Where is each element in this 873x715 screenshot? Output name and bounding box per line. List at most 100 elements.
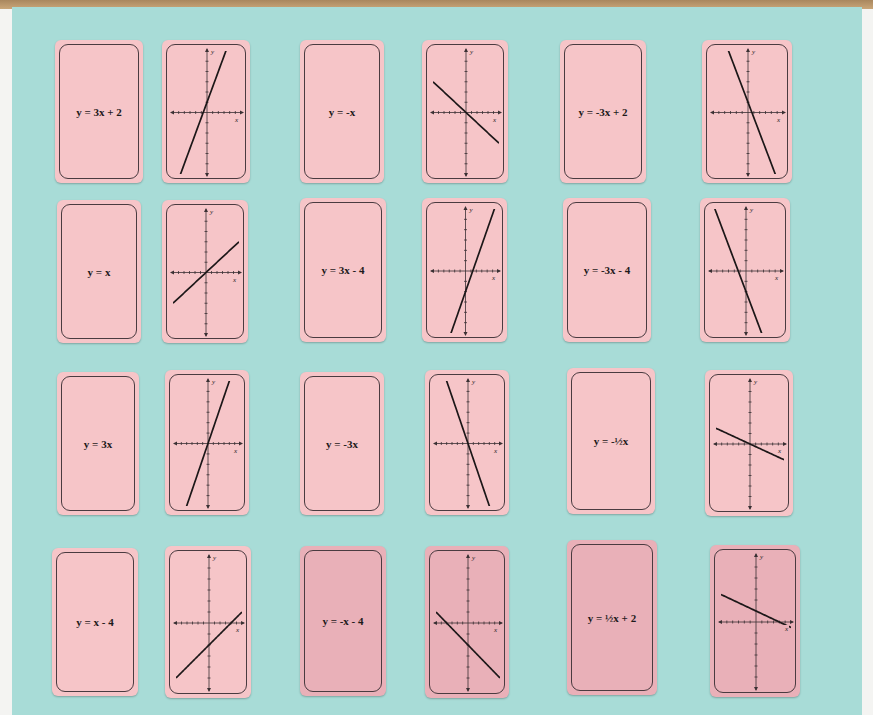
graph-plot (167, 45, 247, 180)
graph-card: yx (165, 370, 249, 515)
card-frame: yx (704, 202, 786, 338)
axis-arrowheads (708, 206, 784, 336)
equation-text: y = -3x - 4 (584, 264, 631, 276)
x-axis-label: x (235, 626, 240, 634)
equation-card: y = 3x + 2 (55, 40, 143, 183)
equation-card: y = 3x (57, 372, 139, 515)
graph-plot (707, 45, 789, 180)
graph-line (433, 209, 498, 333)
card-frame: yx (169, 550, 247, 694)
x-axis-label: x (493, 626, 498, 634)
equation-card: y = -3x (300, 372, 384, 515)
axes (719, 554, 793, 690)
x-axis-label: x (784, 625, 789, 633)
card-frame: yx (166, 204, 244, 339)
graph-plot (430, 551, 506, 695)
card-frame: yx (429, 550, 505, 694)
equation-text: y = 3x (84, 438, 112, 450)
graph-plot (710, 375, 790, 513)
graph-line (436, 612, 500, 678)
card-frame: y = ½x + 2 (571, 544, 653, 691)
card-frame: y = -3x (304, 376, 380, 511)
x-axis-label: x (493, 447, 498, 455)
axes (711, 49, 785, 176)
y-axis-label: y (469, 48, 474, 56)
axis-arrowheads (173, 554, 245, 692)
axes (714, 379, 786, 509)
axes (174, 555, 244, 691)
axes (431, 207, 500, 335)
equation-text: y = 3x - 4 (322, 264, 365, 276)
equation-card: y = -3x + 2 (560, 40, 646, 183)
card-frame: y = -3x + 2 (564, 44, 642, 179)
graph-line (433, 82, 499, 144)
graph-plot (427, 203, 504, 339)
graph-line (721, 595, 791, 628)
card-frame: yx (714, 549, 796, 693)
graph-plot (715, 550, 797, 694)
equation-text: y = 3x + 2 (76, 106, 122, 118)
graph-card: yx (422, 40, 508, 183)
card-frame: y = 3x + 2 (59, 44, 139, 179)
card-frame: yx (426, 202, 503, 338)
x-axis-label: x (777, 447, 782, 455)
y-axis-label: y (211, 378, 216, 386)
graph-line (176, 381, 240, 506)
equation-card: y = x - 4 (52, 548, 138, 696)
axis-arrowheads (170, 48, 244, 177)
graph-line (176, 612, 242, 678)
graph-card: yx (710, 545, 800, 697)
y-axis-label: y (212, 554, 217, 562)
axis-arrowheads (170, 208, 242, 337)
card-frame: y = 3x (61, 376, 135, 511)
axes (709, 207, 783, 335)
x-axis-label: x (491, 274, 496, 282)
x-axis-label: x (492, 116, 497, 124)
card-frame: y = x - 4 (56, 552, 134, 692)
card-frame: y = -½x (571, 372, 651, 510)
graph-plot (705, 203, 787, 339)
card-frame: y = -x - 4 (304, 550, 382, 692)
graph-plot (167, 205, 245, 340)
axes (171, 209, 241, 336)
equation-card: y = -3x - 4 (563, 198, 651, 342)
equation-card: y = x (57, 200, 141, 343)
card-frame: y = -3x - 4 (567, 202, 647, 338)
equation-text: y = x (88, 266, 111, 278)
graph-card: yx (165, 546, 251, 698)
card-frame: yx (169, 374, 245, 511)
graph-plot (170, 551, 248, 695)
graph-line (716, 428, 784, 460)
x-axis-label: x (233, 447, 238, 455)
axis-arrowheads (430, 206, 501, 336)
axes (431, 49, 501, 176)
equation-card: y = -x (300, 40, 384, 183)
equation-text: y = ½x + 2 (588, 612, 636, 624)
y-axis-label: y (469, 206, 474, 214)
axes (434, 555, 502, 691)
graph-line (713, 51, 783, 174)
equation-text: y = x - 4 (76, 616, 113, 628)
graph-plot (427, 45, 505, 180)
equation-card: y = -x - 4 (300, 546, 386, 696)
graph-card: yx (422, 198, 507, 342)
graph-line (173, 242, 239, 304)
x-axis-label: x (776, 116, 781, 124)
axis-arrowheads (710, 48, 786, 177)
equation-text: y = -½x (594, 435, 629, 447)
card-frame: yx (426, 44, 504, 179)
card-frame: y = x (61, 204, 137, 339)
y-axis-label: y (210, 48, 215, 56)
y-axis-label: y (471, 378, 476, 386)
y-axis-label: y (753, 378, 758, 386)
equation-text: y = -3x + 2 (578, 106, 627, 118)
axis-arrowheads (718, 553, 794, 691)
y-axis-label: y (751, 48, 756, 56)
equation-text: y = -3x (326, 438, 358, 450)
x-axis-label: x (234, 116, 239, 124)
graph-card: yx (425, 370, 509, 515)
equation-card: y = -½x (567, 368, 655, 514)
axis-arrowheads (713, 378, 787, 510)
graph-card: yx (425, 546, 509, 698)
equation-text: y = -x (329, 106, 355, 118)
